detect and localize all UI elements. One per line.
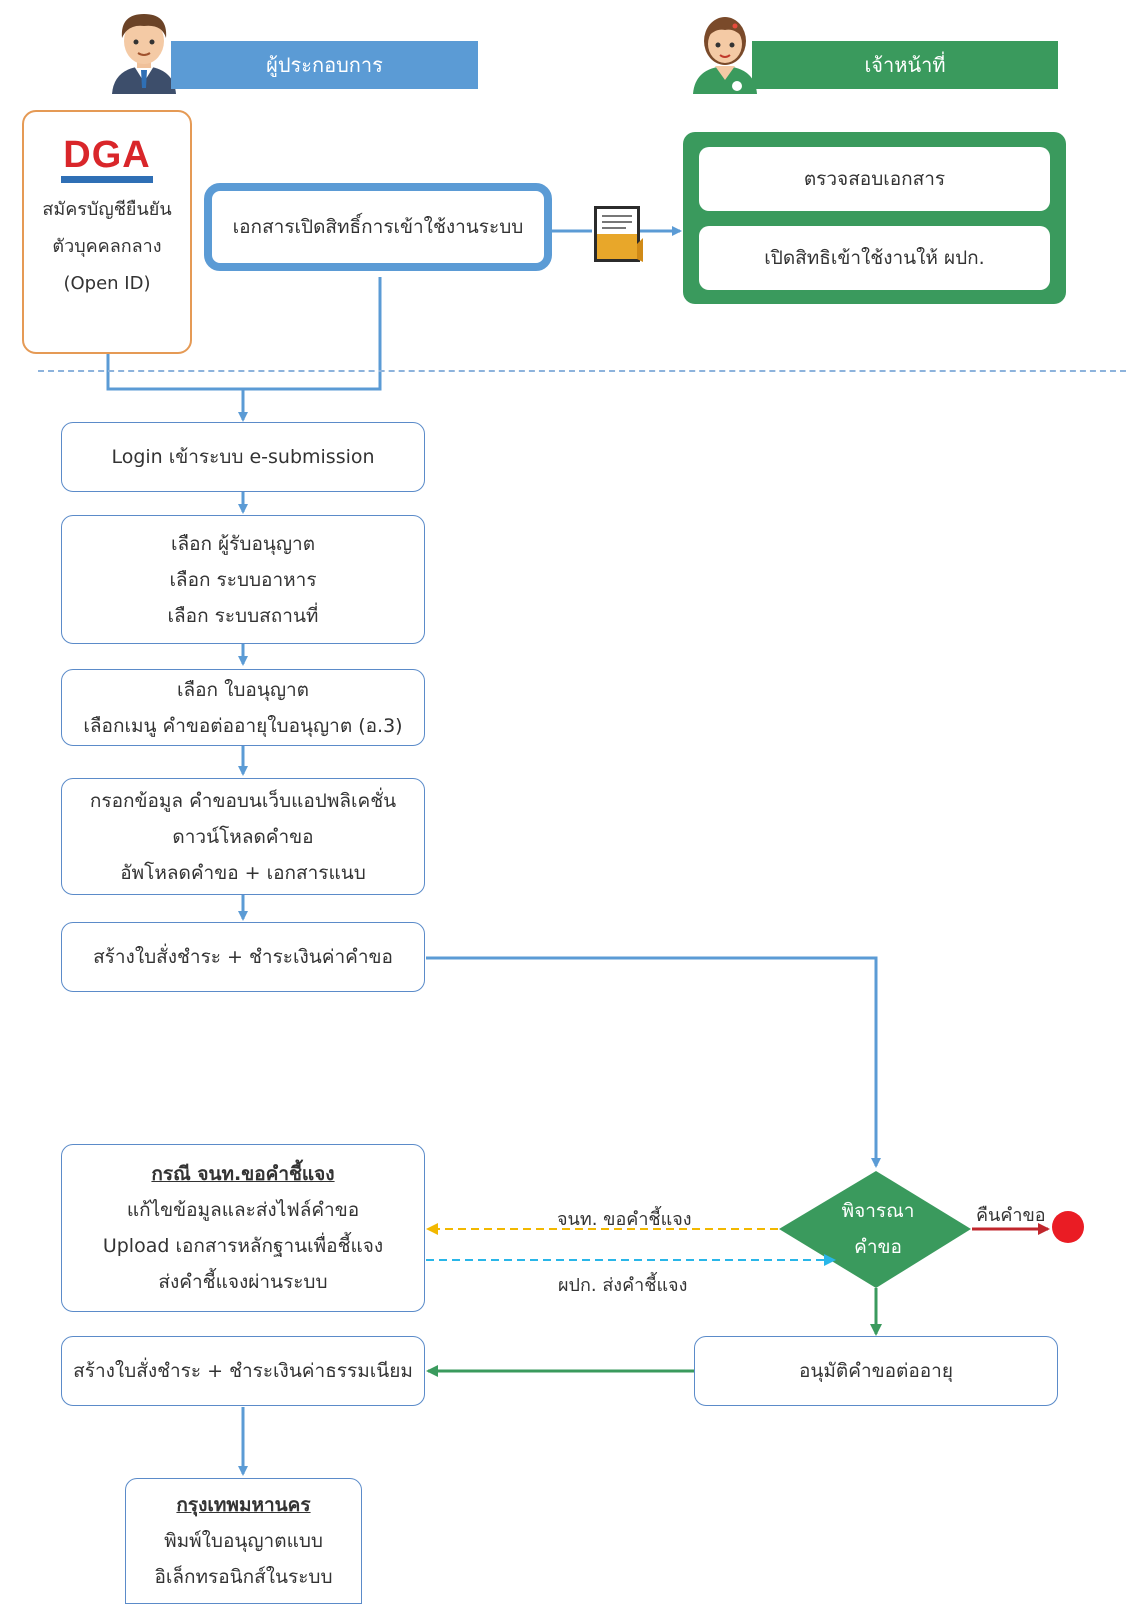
step-line: แก้ไขข้อมูลและส่งไฟล์คำขอ — [126, 1199, 360, 1221]
step-line: สร้างใบสั่งชำระ + ชำระเงินค่าธรรมเนียม — [73, 1360, 413, 1382]
step-line: พิมพ์ใบอนุญาตแบบ — [164, 1530, 323, 1552]
openid-line: สมัครบัญชียืนยัน — [42, 199, 172, 220]
step-clarify: กรณี จนท.ขอคำชี้แจง แก้ไขข้อมูลและส่งไฟล… — [61, 1144, 425, 1312]
step-line: อัพโหลดคำขอ + เอกสารแนบ — [120, 861, 366, 884]
step-line: เลือก ใบอนุญาต — [176, 678, 310, 701]
step-login: Login เข้าระบบ e-submission — [61, 422, 425, 492]
document-icon — [594, 206, 643, 262]
officer-task-check: ตรวจสอบเอกสาร — [699, 147, 1050, 211]
step-clarify-title: กรณี จนท.ขอคำชี้แจง — [151, 1163, 335, 1185]
dga-logo: DGA — [63, 134, 151, 176]
dga-logo-tagline — [61, 176, 153, 183]
step-fill: กรอกข้อมูล คำขอบนเว็บแอปพลิเคชั่น ดาวน์โ… — [61, 778, 425, 895]
step-pay-fee: สร้างใบสั่งชำระ + ชำระเงินค่าธรรมเนียม — [61, 1336, 425, 1406]
step-line: เลือก ระบบสถานที่ — [167, 604, 319, 627]
step-line: Login เข้าระบบ e-submission — [111, 446, 375, 468]
decision-diamond — [779, 1171, 971, 1288]
step-line: เลือก ผู้รับอนุญาต — [170, 532, 316, 555]
label-return: คืนคำขอ — [976, 1205, 1046, 1226]
officer-task-label: ตรวจสอบเอกสาร — [803, 168, 946, 190]
operator-avatar-icon — [104, 8, 184, 94]
step-line: สร้างใบสั่งชำระ + ชำระเงินค่าคำขอ — [93, 946, 393, 968]
decision-line: พิจารณา — [841, 1200, 915, 1222]
openid-line: (Open ID) — [63, 273, 151, 294]
step-line: เลือกเมนู คำขอต่ออายุใบอนุญาต (อ.3) — [83, 714, 403, 737]
officer-task-panel: ตรวจสอบเอกสาร เปิดสิทธิเข้าใช้งานให้ ผปก… — [683, 132, 1066, 304]
step-line: เลือก ระบบอาหาร — [169, 568, 317, 591]
step-line: อิเล็กทรอนิกส์ในระบบ — [154, 1566, 333, 1588]
step-line: ส่งคำชี้แจงผ่านระบบ — [158, 1271, 328, 1293]
decision-line: คำขอ — [854, 1236, 902, 1258]
step-approve: อนุมัติคำขอต่ออายุ — [694, 1336, 1058, 1406]
officer-task-label: เปิดสิทธิเข้าใช้งานให้ ผปก. — [764, 247, 985, 269]
officer-avatar-icon — [685, 8, 765, 94]
decision-label: พิจารณา คำขอ — [803, 1193, 953, 1265]
step-print: กรุงเทพมหานคร พิมพ์ใบอนุญาตแบบ อิเล็กทรอ… — [125, 1478, 362, 1604]
section-divider — [38, 370, 1126, 372]
step-line: Upload เอกสารหลักฐานเพื่อชี้แจง — [102, 1235, 384, 1257]
officer-role-header: เจ้าหน้าที่ — [752, 41, 1058, 89]
label-officer-request: จนท. ขอคำชี้แจง — [557, 1209, 692, 1230]
access-document-box: เอกสารเปิดสิทธิ์การเข้าใช้งานระบบ — [204, 183, 552, 271]
openid-line: ตัวบุคคลกลาง — [52, 236, 162, 257]
end-node — [1052, 1211, 1084, 1243]
step-line: อนุมัติคำขอต่ออายุ — [798, 1360, 953, 1382]
step-license: เลือก ใบอนุญาต เลือกเมนู คำขอต่ออายุใบอน… — [61, 669, 425, 746]
step-line: ดาวน์โหลดคำขอ — [172, 825, 314, 848]
arrow-payment-to-decision — [426, 956, 881, 1168]
operator-role-label: ผู้ประกอบการ — [266, 53, 383, 77]
step-print-title: กรุงเทพมหานคร — [176, 1494, 311, 1516]
access-document-label: เอกสารเปิดสิทธิ์การเข้าใช้งานระบบ — [232, 216, 524, 238]
label-operator-send: ผปก. ส่งคำชี้แจง — [558, 1275, 688, 1296]
openid-box: DGA สมัครบัญชียืนยัน ตัวบุคคลกลาง (Open … — [22, 110, 192, 354]
step-pay-request: สร้างใบสั่งชำระ + ชำระเงินค่าคำขอ — [61, 922, 425, 992]
officer-role-label: เจ้าหน้าที่ — [864, 53, 946, 77]
officer-task-grant: เปิดสิทธิเข้าใช้งานให้ ผปก. — [699, 226, 1050, 290]
step-select: เลือก ผู้รับอนุญาต เลือก ระบบอาหาร เลือก… — [61, 515, 425, 644]
step-line: กรอกข้อมูล คำขอบนเว็บแอปพลิเคชั่น — [89, 789, 397, 812]
operator-role-header: ผู้ประกอบการ — [171, 41, 478, 89]
